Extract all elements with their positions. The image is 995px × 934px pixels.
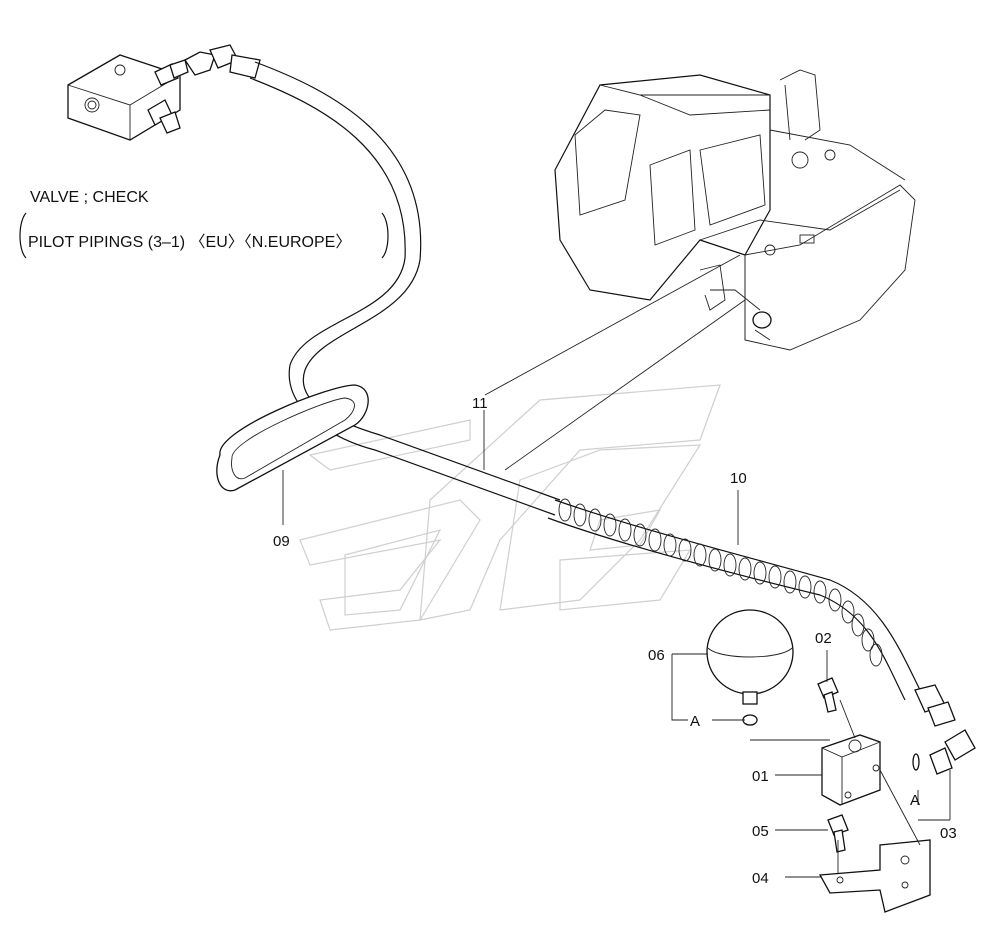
- accumulator: [706, 609, 794, 726]
- marker-a-right: A: [910, 792, 920, 809]
- elbow-fitting: [912, 729, 976, 775]
- callout-09: 09: [273, 533, 290, 550]
- pilot-hose: [184, 44, 561, 516]
- hose-protector: [216, 384, 369, 492]
- leader-line-machine-2: [504, 299, 746, 471]
- diagram-title-line2: PILOT PIPINGS (3–1) 〈EU〉〈N.EUROPE〉: [28, 234, 351, 251]
- callout-11: 11: [472, 395, 488, 412]
- check-valve: [67, 54, 189, 141]
- callout-02: 02: [815, 630, 832, 647]
- diagram-title-line1: VALVE ; CHECK: [30, 189, 149, 206]
- title-bracket-right: [381, 212, 389, 259]
- marker-a-left: A: [690, 713, 700, 730]
- corrugated-hose: [547, 498, 956, 727]
- bracket: [818, 839, 931, 913]
- brand-logo-watermark: [299, 384, 721, 631]
- callout-04: 04: [752, 870, 769, 887]
- callout-05: 05: [752, 823, 769, 840]
- leader-line-machine-1: [484, 254, 741, 396]
- title-bracket-left: [19, 212, 27, 259]
- callout-06: 06: [648, 647, 665, 664]
- callout-10: 10: [730, 470, 747, 487]
- bolt-02: [817, 677, 839, 713]
- valve-block: [821, 734, 881, 806]
- bolt-05: [827, 814, 849, 853]
- leader-lines: [282, 410, 951, 878]
- excavator-upper-structure: [554, 69, 916, 351]
- callout-03: 03: [940, 825, 957, 842]
- callout-01: 01: [752, 768, 769, 785]
